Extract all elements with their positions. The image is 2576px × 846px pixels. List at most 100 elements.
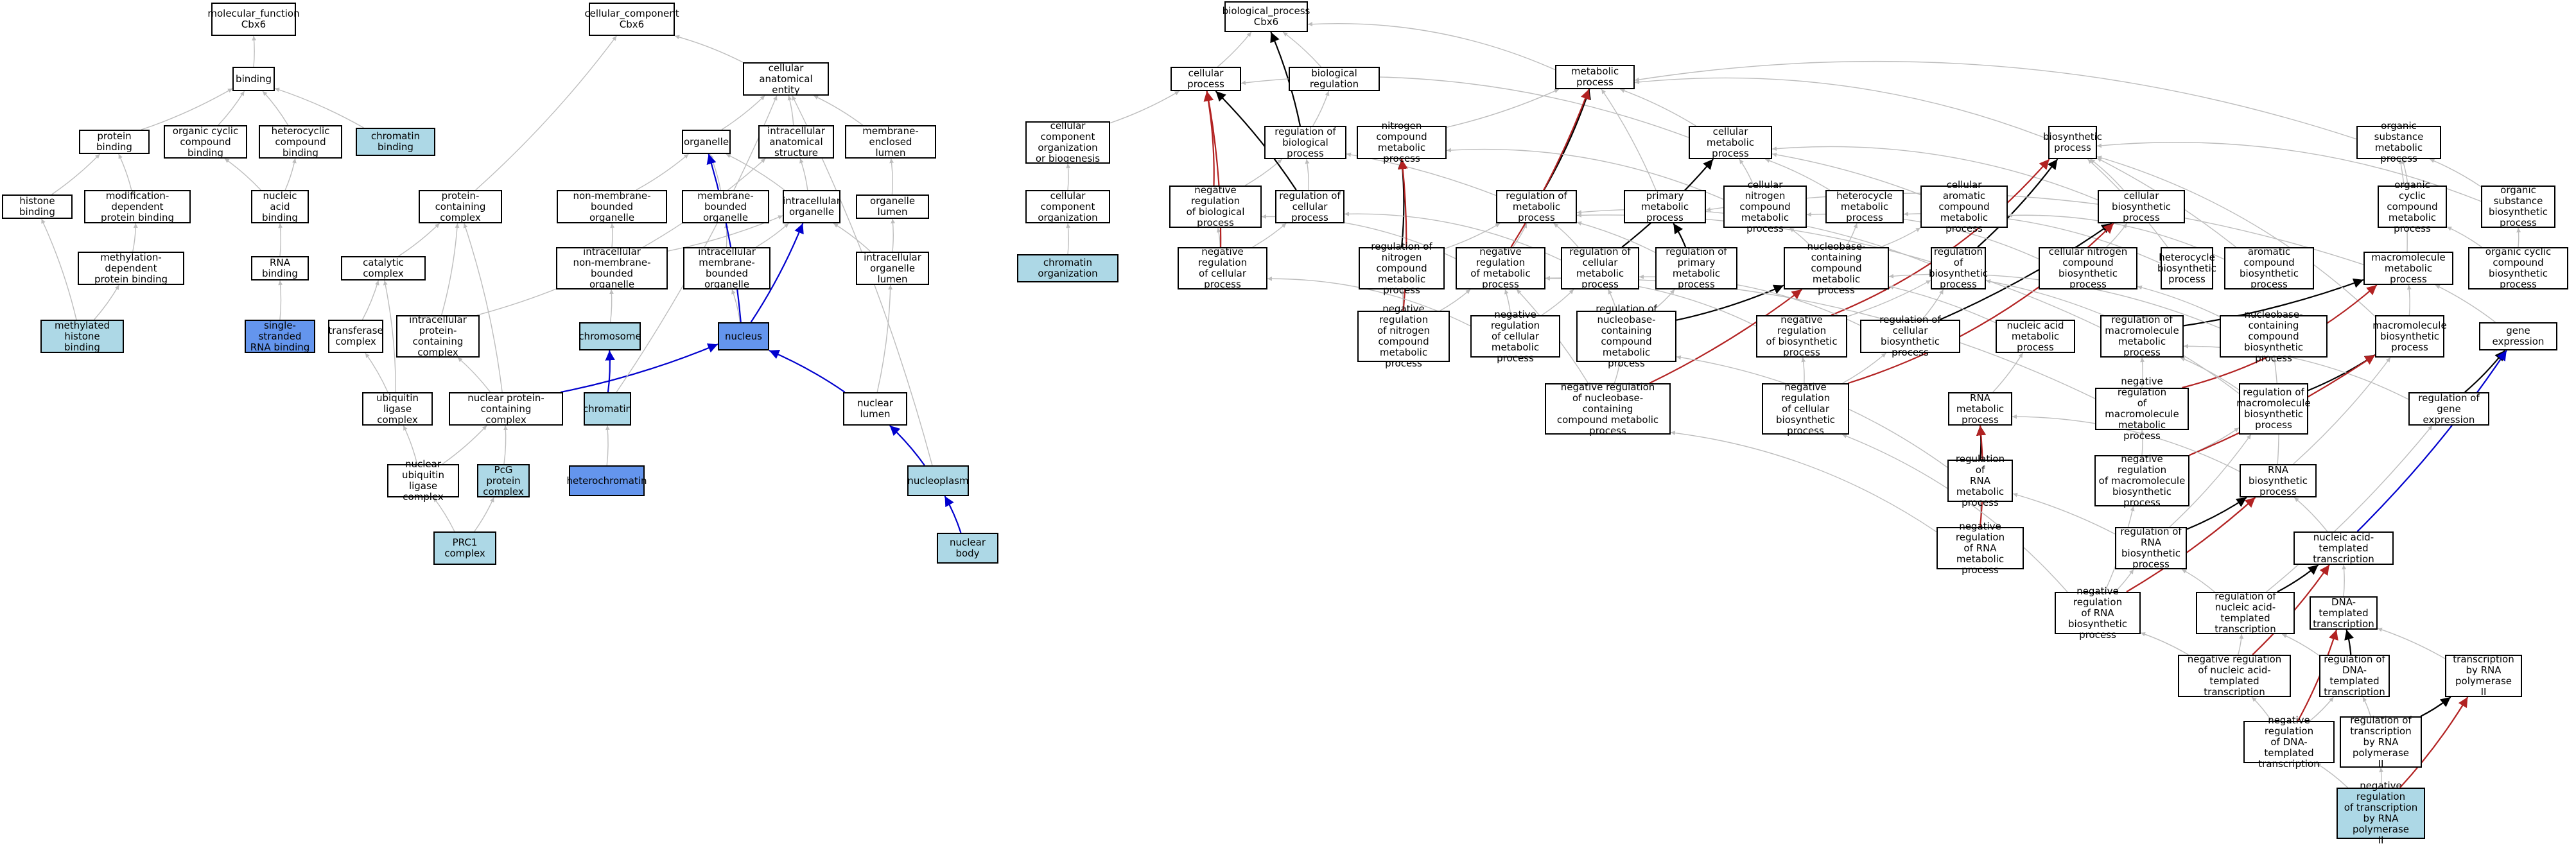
go-term-node-cmp[interactable]: cellular metabolic process <box>1689 126 1772 159</box>
go-term-node-rmbp[interactable]: regulation of macromolecule biosynthetic… <box>2236 383 2311 435</box>
go-term-node-nrdtt[interactable]: negative regulation of DNA-templated tra… <box>2243 714 2335 769</box>
go-term-node-nrbsp[interactable]: negative regulation of biosynthetic proc… <box>1756 315 1847 358</box>
go-term-node-nrbp[interactable]: negative regulation of biological proces… <box>1169 185 1262 229</box>
go-term-node-dtt[interactable]: DNA-templated transcription <box>2310 596 2378 630</box>
go-term-node-acbp[interactable]: aromatic compound biosynthetic process <box>2224 246 2314 290</box>
go-term-node-ipc[interactable]: intracellular protein-containing complex <box>396 315 480 358</box>
go-term-node-nrcmp[interactable]: negative regulation of cellular metaboli… <box>1470 309 1560 363</box>
go-term-node-ol[interactable]: organelle lumen <box>856 194 929 219</box>
go-term-node-mbp[interactable]: macromolecule biosynthetic process <box>2372 315 2447 358</box>
go-term-node-rcbp[interactable]: regulation of cellular biosynthetic proc… <box>1860 315 1960 358</box>
go-term-node-protcont[interactable]: protein-containing complex <box>419 190 502 223</box>
go-term-node-mel[interactable]: membrane-enclosed lumen <box>845 125 936 159</box>
go-term-node-transferase[interactable]: transferase complex <box>328 320 383 353</box>
go-term-node-occbp[interactable]: organic cyclic compound biosynthetic pro… <box>2468 246 2568 290</box>
go-term-node-tpol2[interactable]: transcription by RNA polymerase II <box>2445 654 2522 698</box>
go-term-node-orgcyc[interactable]: organic cyclic compound binding <box>164 125 247 159</box>
go-term-node-rrnabp[interactable]: regulation of RNA biosynthetic process <box>2115 526 2187 570</box>
go-term-node-metproc[interactable]: metabolic process <box>1555 65 1635 89</box>
go-term-node-geneexp[interactable]: gene expression <box>2479 322 2557 350</box>
go-term-node-regbp[interactable]: regulation of biological process <box>1264 126 1346 159</box>
go-term-node-nrncmp[interactable]: negative regulation of nitrogen compound… <box>1357 304 1450 369</box>
go-term-node-nbcmp[interactable]: nucleobase-containing compound metabolic… <box>1784 241 1889 295</box>
go-term-node-osbp[interactable]: organic substance biosynthetic process <box>2481 185 2555 229</box>
go-term-node-chromosome[interactable]: chromosome <box>579 322 641 350</box>
go-term-node-rdtt[interactable]: regulation of DNA-templated transcriptio… <box>2319 654 2390 698</box>
go-term-node-binding[interactable]: binding <box>232 67 275 91</box>
go-term-node-natt[interactable]: nucleic acid-templated transcription <box>2293 531 2394 565</box>
go-term-node-nrrnabp[interactable]: negative regulation of RNA biosynthetic … <box>2055 585 2141 640</box>
go-term-node-nrmmp[interactable]: negative regulation of macromolecule met… <box>2095 376 2189 442</box>
go-term-node-imbo[interactable]: intracellular membrane-bounded organelle <box>683 246 770 290</box>
go-term-node-cacmp[interactable]: cellular aromatic compound metabolic pro… <box>1920 179 2008 234</box>
go-term-node-nmbo[interactable]: non-membrane-bounded organelle <box>557 190 667 223</box>
go-term-node-rnabind[interactable]: RNA binding <box>251 256 309 281</box>
go-term-node-rnabp[interactable]: RNA biosynthetic process <box>2240 464 2317 497</box>
go-term-node-nrcbp[interactable]: negative regulation of cellular biosynth… <box>1762 381 1849 436</box>
go-term-node-nrmbp[interactable]: negative regulation of macromolecule bio… <box>2094 453 2189 508</box>
go-term-node-rcmp[interactable]: regulation of cellular metabolic process <box>1561 246 1639 290</box>
go-term-node-cellproc[interactable]: cellular process <box>1171 67 1241 91</box>
go-term-node-hetchrom[interactable]: heterochromatin <box>567 465 647 496</box>
go-term-node-occmp[interactable]: organic cyclic compound metabolic proces… <box>2378 179 2447 234</box>
go-term-node-histbind[interactable]: histone binding <box>2 194 73 219</box>
go-term-node-nrtpol2[interactable]: negative regulation of transcription by … <box>2337 781 2425 846</box>
go-term-node-chrombind[interactable]: chromatin binding <box>356 128 435 156</box>
go-term-node-ccob[interactable]: cellular component organization or bioge… <box>1025 121 1110 164</box>
go-term-node-ssrna[interactable]: single-stranded RNA binding <box>245 320 315 353</box>
go-term-node-cncbp[interactable]: cellular nitrogen compound biosynthetic … <box>2039 246 2137 290</box>
go-term-node-organelle[interactable]: organelle <box>682 130 731 154</box>
go-term-node-ias[interactable]: intracellular anatomical structure <box>758 125 834 159</box>
go-term-node-rnamp[interactable]: RNA metabolic process <box>1948 392 2012 426</box>
go-term-node-ncmp[interactable]: nitrogen compound metabolic process <box>1357 121 1447 164</box>
go-term-node-rrnamp[interactable]: regulation of RNA metabolic process <box>1947 453 2013 508</box>
go-term-node-nucleus[interactable]: nucleus <box>718 322 769 350</box>
go-term-node-moddep[interactable]: modification-dependent protein binding <box>84 190 191 223</box>
go-term-node-io[interactable]: intracellular organelle <box>783 190 840 223</box>
go-term-node-pmp[interactable]: primary metabolic process <box>1624 190 1706 223</box>
go-term-node-cc[interactable]: cellular_component Cbx6 <box>584 3 679 36</box>
go-term-node-rge[interactable]: regulation of gene expression <box>2408 392 2489 426</box>
go-term-node-nrmp[interactable]: negative regulation of metabolic process <box>1456 246 1545 290</box>
go-term-node-nbcbp[interactable]: nucleobase-containing compound biosynthe… <box>2220 309 2328 363</box>
go-term-node-cco[interactable]: cellular component organization <box>1025 190 1110 223</box>
go-term-node-nucacidbind[interactable]: nucleic acid binding <box>251 190 309 223</box>
go-term-node-rpmp[interactable]: regulation of primary metabolic process <box>1655 246 1737 290</box>
go-term-node-nucbody[interactable]: nuclear body <box>937 533 998 564</box>
go-term-node-nulc[interactable]: nuclear ubiquitin ligase complex <box>387 459 459 503</box>
go-term-node-hbp[interactable]: heterocycle biosynthetic process <box>2157 247 2216 289</box>
go-term-node-namp[interactable]: nucleic acid metabolic process <box>1996 320 2075 353</box>
go-term-node-mf[interactable]: molecular_function Cbx6 <box>207 3 300 36</box>
go-term-node-mbo[interactable]: membrane-bounded organelle <box>682 190 769 223</box>
go-term-node-pcg[interactable]: PcG protein complex <box>477 464 530 497</box>
go-term-node-npc[interactable]: nuclear protein-containing complex <box>449 392 563 426</box>
go-term-node-inmbo[interactable]: intracellular non-membrane-bounded organ… <box>556 246 668 290</box>
go-term-node-rncmp[interactable]: regulation of nitrogen compound metaboli… <box>1359 241 1445 295</box>
go-term-node-iol[interactable]: intracellular organelle lumen <box>856 252 929 285</box>
go-term-node-nuclumen[interactable]: nuclear lumen <box>843 392 907 426</box>
go-term-node-biosyn[interactable]: biosynthetic process <box>2043 126 2102 159</box>
go-term-node-nrnbcmp[interactable]: negative regulation of nucleobase-contai… <box>1545 381 1671 436</box>
go-term-node-macromp[interactable]: macromolecule metabolic process <box>2363 252 2453 285</box>
go-term-node-nucleoplasm[interactable]: nucleoplasm <box>907 465 969 496</box>
go-term-node-nrcp[interactable]: negative regulation of cellular process <box>1178 246 1267 290</box>
go-term-node-protbind[interactable]: protein binding <box>79 130 150 154</box>
go-term-node-methdep[interactable]: methylation-dependent protein binding <box>78 252 184 285</box>
go-term-node-catcomp[interactable]: catalytic complex <box>341 256 426 281</box>
go-term-node-rtpol2[interactable]: regulation of transcription by RNA polym… <box>2340 714 2422 769</box>
go-term-node-cncmp[interactable]: cellular nitrogen compound metabolic pro… <box>1723 179 1807 234</box>
go-term-node-rbp[interactable]: regulation of biosynthetic process <box>1929 246 1988 290</box>
go-term-node-rmmp[interactable]: regulation of macromolecule metabolic pr… <box>2100 315 2184 358</box>
go-term-node-regmp[interactable]: regulation of metabolic process <box>1496 190 1577 223</box>
go-term-node-hetcyc[interactable]: heterocyclic compound binding <box>259 125 342 159</box>
go-term-node-methhist[interactable]: methylated histone binding <box>40 320 124 353</box>
go-term-node-cbp[interactable]: cellular biosynthetic process <box>2098 190 2185 223</box>
go-term-node-bioreg[interactable]: biological regulation <box>1289 67 1380 91</box>
go-term-node-nrnatt[interactable]: negative regulation of nucleic acid-temp… <box>2178 654 2291 698</box>
go-term-node-chromorg[interactable]: chromatin organization <box>1017 254 1118 282</box>
go-term-node-nrrnamp[interactable]: negative regulation of RNA metabolic pro… <box>1936 521 2024 575</box>
go-term-node-ubiq[interactable]: ubiquitin ligase complex <box>362 392 433 426</box>
go-term-node-prc1[interactable]: PRC1 complex <box>433 531 496 565</box>
go-term-node-rnatt[interactable]: regulation of nucleic acid-templated tra… <box>2196 591 2295 635</box>
go-term-node-hmp[interactable]: heterocycle metabolic process <box>1825 190 1904 223</box>
